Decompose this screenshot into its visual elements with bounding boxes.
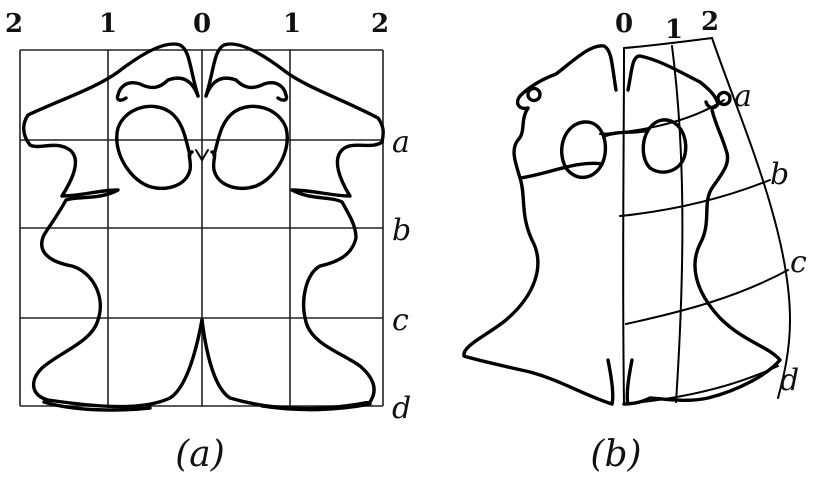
panel-a-row-labels: a b c d [392,125,411,426]
panel-a-col-label: 1 [99,9,117,39]
panel-b-fish-outline [462,44,782,406]
panel-b-deformed-grid [599,37,792,405]
panel-b-column-labels: 0 1 2 [615,7,719,45]
panel-b-row-label: d [780,363,799,398]
panel-a-fish-outline [22,42,385,412]
panel-a: 2 1 0 1 2 a b c d (a) [5,9,411,475]
panel-a-row-label: c [392,303,409,338]
panel-a-caption: (a) [175,434,225,475]
panel-a-row-label: a [392,125,410,160]
panel-b-row-label: a [734,79,752,114]
panel-a-row-label: d [392,391,411,426]
panel-a-col-label: 1 [283,9,301,39]
panel-a-col-label: 2 [5,9,23,39]
panel-b-row-labels: a b c d [734,79,807,398]
panel-a-row-label: b [392,213,411,248]
panel-a-col-label: 0 [193,9,211,39]
panel-b-col-label: 2 [701,7,719,37]
panel-b-row-label: b [770,157,789,192]
panel-b-col-label: 1 [665,15,683,45]
panel-a-column-labels: 2 1 0 1 2 [5,9,389,39]
panel-b: 0 1 2 a b c d (b) [462,7,807,475]
panel-b-row-label: c [790,245,807,280]
panel-b-caption: (b) [590,434,641,475]
panel-a-grid [19,49,384,407]
panel-a-col-label: 2 [371,9,389,39]
panel-b-col-label: 0 [615,9,633,39]
